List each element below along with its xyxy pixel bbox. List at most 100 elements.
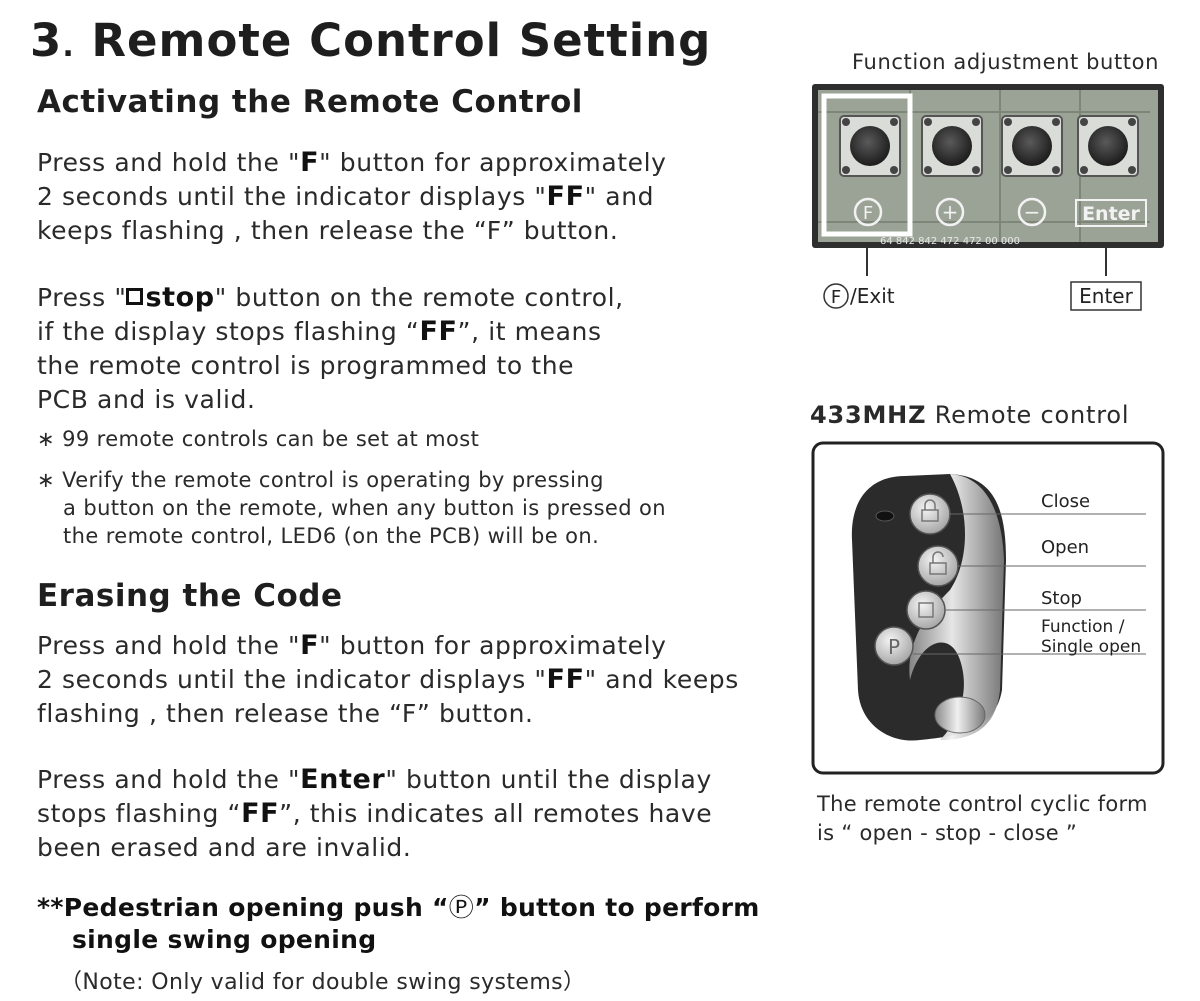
silk-plus-label: + xyxy=(942,200,959,224)
text-line: the remote control, LED6 (on the PCB) wi… xyxy=(63,524,600,548)
text-span: " button until the display xyxy=(385,765,712,794)
text-span: " button for approximately xyxy=(319,631,667,660)
text-line: 2 seconds until the indicator displays "… xyxy=(37,180,667,214)
f-highlight-box xyxy=(821,93,913,237)
enter-symbol-box xyxy=(1075,199,1147,227)
section-dot: . xyxy=(62,29,75,64)
pcb-button-enter xyxy=(1077,115,1139,177)
single-open-label: Single open xyxy=(1041,637,1141,657)
function-label: Function / xyxy=(1041,617,1125,637)
silkscreen-numbers: 64 842 842 472 472 00 000 xyxy=(880,236,1020,247)
text-line: The remote control cyclic form xyxy=(817,792,1148,816)
frequency-label: 433MHZ xyxy=(810,401,927,429)
bold-span: F xyxy=(300,147,320,178)
activating-paragraph-2: Press " stop" button on the remote contro… xyxy=(37,281,624,417)
text-span: ” button to perform xyxy=(474,893,760,922)
bold-span: stop xyxy=(145,282,215,313)
activating-paragraph-1: Press and hold the "F" button for approx… xyxy=(37,146,667,248)
text-span: " button on the remote control, xyxy=(214,283,624,312)
lock-open-icon xyxy=(929,562,947,575)
text-line: 2 seconds until the indicator displays "… xyxy=(37,663,739,697)
close-label: Close xyxy=(1041,491,1090,512)
lock-closed-icon xyxy=(921,509,939,522)
text-span: ”, it means xyxy=(457,317,602,346)
section-title: Remote Control Setting xyxy=(91,14,712,67)
text-span: " and keeps xyxy=(584,665,739,694)
text-line: been erased and are invalid. xyxy=(37,833,412,862)
f-label: F xyxy=(831,287,841,308)
text-span: ”, this indicates all remotes have xyxy=(279,799,713,828)
bold-span: Enter xyxy=(300,764,386,795)
bold-span: F xyxy=(300,630,320,661)
remote-caption: The remote control cyclic form is “ open… xyxy=(817,790,1148,848)
f-circle-icon xyxy=(823,283,849,309)
text-line: PCB and is valid. xyxy=(37,385,256,414)
open-label: Open xyxy=(1041,537,1089,558)
page-title: 3. Remote Control Setting xyxy=(30,14,711,67)
stop-square-icon xyxy=(918,602,934,618)
enter-label: Enter xyxy=(1079,284,1133,308)
p-circle-icon: Ⓟ xyxy=(448,893,475,922)
bold-span: FF xyxy=(241,798,280,829)
bold-span: FF xyxy=(546,181,585,212)
plus-symbol-icon xyxy=(935,197,965,227)
pcb-panel: F + − Enter 64 842 842 472 472 00 000 F … xyxy=(812,84,1164,311)
text-line: a button on the remote, when any button … xyxy=(63,496,667,520)
function-button: P xyxy=(874,626,914,666)
text-line: Press " stop" button on the remote contro… xyxy=(37,281,624,315)
text-span: 2 seconds until the indicator displays " xyxy=(37,665,547,694)
exit-label: /Exit xyxy=(850,284,895,308)
text-line: flashing , then release the “F” button. xyxy=(37,699,534,728)
text-line: the remote control is programmed to the xyxy=(37,351,575,380)
remote-chrome-end xyxy=(934,696,986,734)
bold-span: FF xyxy=(419,316,458,347)
keyring-hole xyxy=(875,510,895,522)
silk-enter-label: Enter xyxy=(1082,203,1140,225)
text-line: Press and hold the "F" button for approx… xyxy=(37,146,667,180)
remote-diagram: P Close Open Stop Function / Single open xyxy=(811,441,1165,775)
text-line: Press and hold the "F" button for approx… xyxy=(37,629,739,663)
pedestrian-note: **Pedestrian opening push “Ⓟ” button to … xyxy=(37,892,760,956)
text-span: " button for approximately xyxy=(319,148,667,177)
erasing-heading: Erasing the Code xyxy=(37,578,343,614)
text-span: Press and hold the " xyxy=(37,765,301,794)
text-line: ∗ Verify the remote control is operating… xyxy=(37,468,604,492)
text-span: Press " xyxy=(37,283,127,312)
text-line: stops flashing “FF”, this indicates all … xyxy=(37,797,712,831)
text-span: 2 seconds until the indicator displays " xyxy=(37,182,547,211)
close-button xyxy=(909,493,951,535)
text-line: single swing opening xyxy=(72,925,377,954)
bold-span: FF xyxy=(546,664,585,695)
text-span: if the display stops flashing “ xyxy=(37,317,420,346)
text-line: is “ open - stop - close ” xyxy=(817,821,1078,845)
activating-heading: Activating the Remote Control xyxy=(37,84,583,120)
pcb-button-minus xyxy=(1001,115,1063,177)
text-span: " and xyxy=(584,182,655,211)
pcb-button-f xyxy=(839,115,901,177)
text-span: Press and hold the " xyxy=(37,148,301,177)
p-letter-icon: P xyxy=(888,635,900,659)
text-span: Press and hold the " xyxy=(37,631,301,660)
text-line: Press and hold the "Enter" button until … xyxy=(37,763,712,797)
minus-symbol-icon xyxy=(1017,197,1047,227)
stop-button xyxy=(906,590,946,630)
text-line: **Pedestrian opening push “Ⓟ” button to … xyxy=(37,892,760,924)
remote-heading: 433MHZ Remote control xyxy=(810,401,1129,429)
text-line: keeps flashing , then release the “F” bu… xyxy=(37,216,619,245)
note-max-remotes: ∗ 99 remote controls can be set at most xyxy=(37,427,480,451)
note-verify: ∗ Verify the remote control is operating… xyxy=(37,466,666,550)
pcb-button-plus xyxy=(921,115,983,177)
silk-f-label: F xyxy=(863,203,873,224)
enter-label-box xyxy=(1070,281,1142,311)
silk-minus-label: − xyxy=(1024,200,1041,224)
text-span: stops flashing “ xyxy=(37,799,242,828)
erasing-paragraph-2: Press and hold the "Enter" button until … xyxy=(37,763,712,865)
text-line: if the display stops flashing “FF”, it m… xyxy=(37,315,624,349)
remote-chrome-trim xyxy=(909,474,1004,740)
stop-square-icon xyxy=(126,288,144,305)
stop-label: Stop xyxy=(1041,588,1082,609)
text-span: Remote control xyxy=(926,401,1130,429)
erasing-paragraph-1: Press and hold the "F" button for approx… xyxy=(37,629,739,731)
section-number: 3 xyxy=(30,14,63,67)
text-span: **Pedestrian opening push “ xyxy=(37,893,449,922)
